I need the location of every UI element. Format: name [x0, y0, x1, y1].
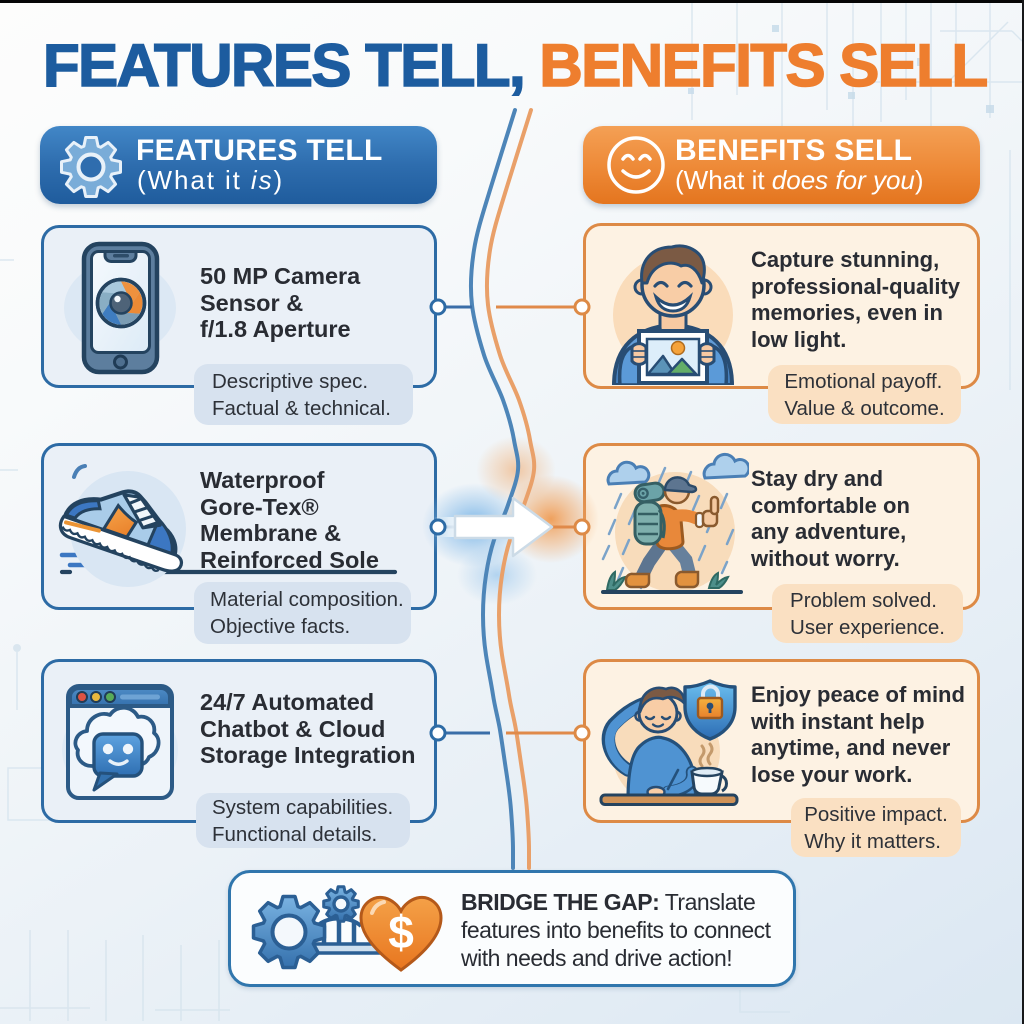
svg-text:$: $ [388, 906, 414, 958]
